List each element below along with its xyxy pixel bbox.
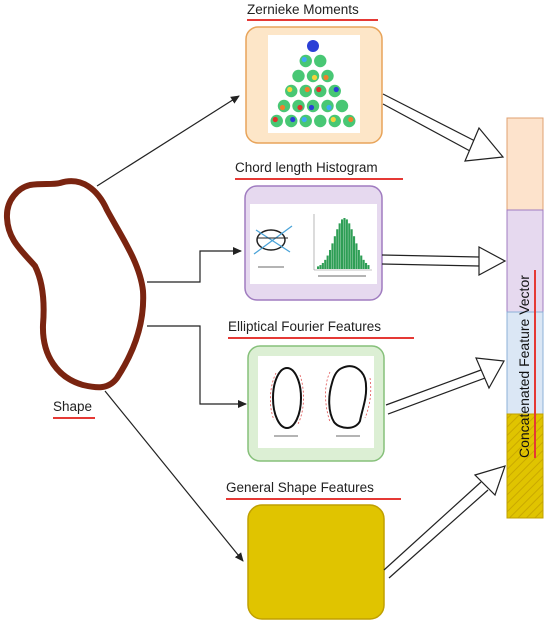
label-shape: Shape: [53, 399, 93, 414]
underline-chord: [235, 178, 403, 180]
histogram-bar: [343, 218, 346, 269]
chord-line: [255, 229, 291, 253]
fourier-ellipse-1: [272, 367, 302, 429]
histogram-bar: [348, 223, 351, 269]
histogram-bar: [317, 266, 320, 269]
underline-feature-vector: [534, 270, 536, 458]
histogram-bar: [329, 249, 332, 269]
zernike-disc-pattern: [290, 116, 296, 123]
zernike-disc-pattern: [301, 116, 307, 123]
histogram-bar: [324, 259, 327, 269]
histogram-bar: [319, 265, 322, 269]
general-box: [247, 504, 385, 620]
histogram-bar: [362, 259, 365, 269]
label-elliptical: Elliptical Fourier Features: [228, 319, 382, 334]
histogram-bar: [350, 229, 353, 269]
zernike-disc-pattern: [323, 74, 329, 81]
histogram-bar: [331, 243, 334, 269]
zernike-moment-grid: [270, 40, 356, 128]
fourier-ellipse-2: [328, 365, 368, 429]
chord-histogram-bars: [317, 218, 370, 269]
hollow-arrow-general: [383, 465, 506, 579]
underline-general: [226, 498, 401, 500]
zernike-disc-pattern: [294, 74, 300, 81]
arrow-to-elliptical: [147, 325, 247, 408]
zernike-disc-pattern: [319, 56, 325, 63]
zernike-disc-pattern: [326, 104, 332, 111]
histogram-bar: [345, 219, 348, 269]
input-shape-outline: [3, 178, 147, 391]
histogram-bar: [341, 219, 344, 269]
zernike-disc-pattern: [279, 104, 286, 111]
zernike-disc-pattern: [316, 86, 322, 93]
chord-line: [253, 225, 293, 255]
label-feature-vector: Concatenated Feature Vector: [516, 275, 532, 458]
zernike-disc-pattern: [311, 74, 318, 81]
hollow-arrow-elliptical: [385, 357, 505, 415]
vector-segment-chord: [506, 209, 544, 313]
vector-segment-general: [506, 413, 544, 519]
arrow-to-chord: [147, 247, 242, 283]
zernike-disc-pattern: [272, 116, 278, 123]
histogram-bar: [336, 229, 339, 269]
zernike-disc-pattern: [304, 86, 310, 93]
label-general: General Shape Features: [226, 480, 374, 495]
histogram-bar: [355, 243, 358, 269]
histogram-bar: [357, 249, 360, 269]
underline-shape: [53, 417, 95, 419]
zernike-disc-pattern: [337, 104, 344, 111]
histogram-bar: [367, 265, 370, 269]
chord-sample-ellipse: [256, 229, 286, 251]
hollow-arrow-chord: [381, 245, 507, 277]
vector-segment-zernike: [506, 117, 544, 211]
hollow-arrow-zernike: [382, 93, 505, 162]
histogram-bar: [321, 262, 324, 269]
fourier-reference-outline: [325, 371, 372, 423]
zernike-disc-pattern: [287, 86, 293, 93]
label-zernike: Zernieke Moments: [247, 2, 359, 17]
underline-zernike: [247, 19, 378, 21]
zernike-disc: [307, 40, 319, 52]
histogram-bar: [338, 223, 341, 269]
histogram-bar: [353, 236, 356, 269]
label-chord: Chord length Histogram: [235, 160, 378, 175]
histogram-bar: [365, 262, 368, 269]
arrow-to-zernike: [96, 95, 240, 187]
zernike-disc-pattern: [333, 86, 339, 93]
zernike-disc-pattern: [297, 104, 303, 111]
chord-image: [250, 204, 377, 284]
elliptical-image: [258, 356, 374, 448]
zernike-disc-pattern: [348, 116, 354, 123]
zernike-disc-pattern: [319, 116, 325, 123]
histogram-bar: [360, 255, 363, 269]
histogram-bar: [333, 236, 336, 269]
underline-elliptical: [228, 337, 414, 339]
zernike-disc-pattern: [301, 56, 307, 63]
fourier-reference-outline: [270, 372, 304, 425]
histogram-bar: [326, 255, 329, 269]
vector-segment-elliptical: [506, 311, 544, 415]
arrow-to-general: [104, 390, 244, 562]
zernike-disc-pattern: [308, 104, 315, 111]
zernike-disc-pattern: [330, 116, 336, 123]
